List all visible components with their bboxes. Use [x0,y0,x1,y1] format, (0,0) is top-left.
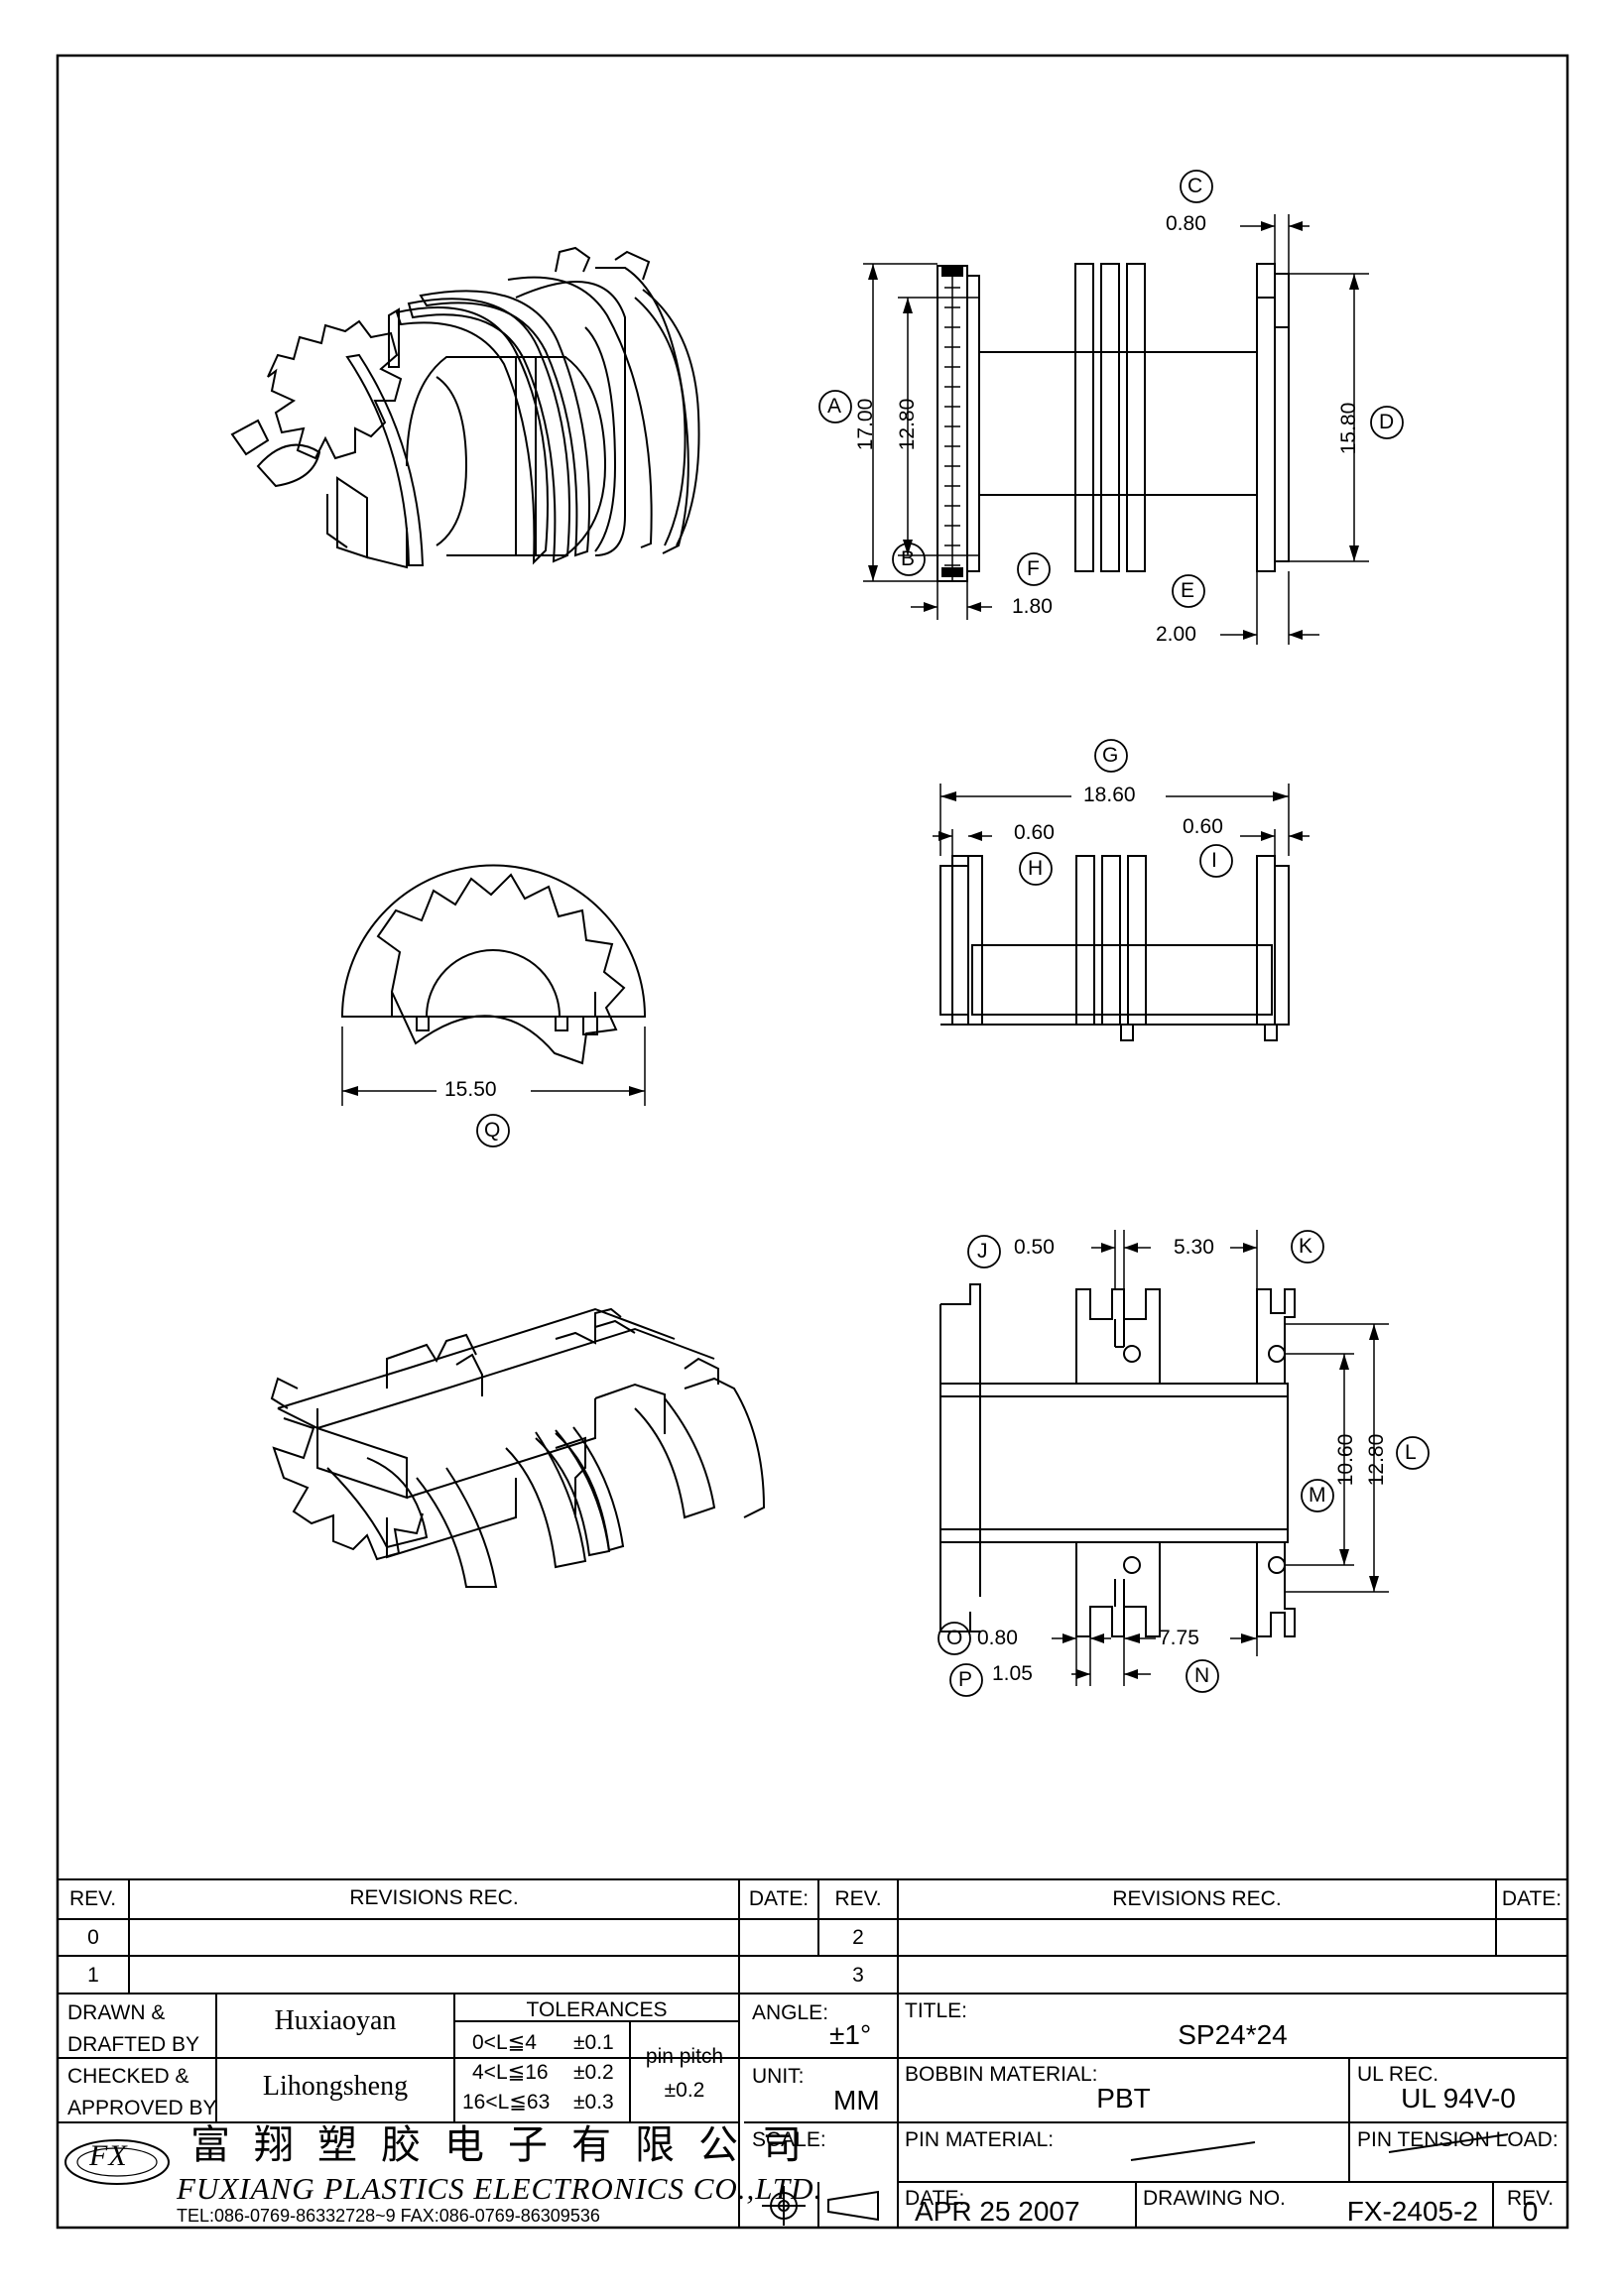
dim-value-m: 10.60 [1334,1433,1357,1487]
rev-row-1: 1 [87,1964,99,1987]
rev-header-left: REV. [69,1887,117,1910]
dim-letter-p: P [958,1668,973,1691]
date-label: DATE: [905,2187,965,2210]
dim-letter-h: H [1028,857,1044,880]
dim-letter-b: B [901,547,916,570]
dim-value-k: 5.30 [1174,1236,1214,1259]
rev-row-0: 0 [87,1926,99,1949]
pin-pitch-tol: ±0.2 [664,2079,705,2102]
dim-value-a: 17.00 [854,398,877,451]
dim-value-i: 0.60 [1183,815,1223,838]
scale-label: SCALE: [752,2128,826,2151]
dim-letter-f: F [1027,557,1040,580]
tol-range-2: 16<L≦63 [462,2091,551,2114]
date-value: APR 25 2007 [915,2196,1080,2227]
dim-letter-n: N [1194,1664,1210,1687]
ul-rec-label: UL REC. [1357,2063,1439,2086]
tolerances-label: TOLERANCES [526,1998,668,2021]
dim-value-f: 1.80 [1012,595,1053,618]
drawn-by-name: Huxiaoyan [274,2005,397,2036]
isometric-view-top [230,246,700,569]
dim-letter-i: I [1211,849,1217,872]
drawing-no-label: DRAWING NO. [1143,2187,1286,2210]
checked-by-name: Lihongsheng [262,2071,409,2102]
date-header-left: DATE: [748,1887,810,1910]
dim-letter-k: K [1299,1235,1313,1258]
pin-material-label: PIN MATERIAL: [905,2128,1055,2151]
drawn-label: DRAWN & DRAFTED BY [67,2001,200,2056]
dim-value-b: 12.80 [896,398,919,451]
sheet-border [56,54,1569,2230]
dim-value-h: 0.60 [1014,821,1055,844]
tol-range-1: 4<L≦16 [472,2061,549,2084]
revisions-header-right: REVISIONS REC. [1112,1887,1282,1910]
dim-value-o: 0.80 [977,1627,1018,1649]
dim-value-j: 0.50 [1014,1236,1055,1259]
dim-letter-c: C [1187,175,1203,197]
dim-value-p: 1.05 [992,1662,1033,1685]
isometric-view-bottom [270,1307,766,1588]
dim-value-n: 7.75 [1159,1627,1199,1649]
side-view-top [818,170,1404,645]
dim-letter-j: J [977,1240,988,1263]
title-value: SP24*24 [1178,2019,1288,2050]
tol-value-0: ±0.1 [573,2031,614,2054]
tol-value-1: ±0.2 [573,2061,614,2084]
unit-value: MM [833,2085,880,2115]
bobbin-material-value: PBT [1096,2083,1151,2114]
dim-letter-m: M [1309,1484,1326,1507]
pin-tension-label: PIN TENSION LOAD: [1357,2128,1559,2151]
front-view-half [340,864,647,1148]
ul-rec-value: UL 94V-0 [1401,2083,1516,2114]
date-header-right: DATE: [1501,1887,1562,1910]
company-contact: TEL:086-0769-86332728~9 FAX:086-0769-863… [177,2206,600,2226]
dim-value-q: 15.50 [444,1078,497,1101]
dim-value-c: 0.80 [1166,212,1206,235]
pin-pitch-label: pin pitch [645,2045,724,2068]
rev-row-2: 2 [852,1926,864,1949]
dim-letter-l: L [1405,1441,1417,1464]
bobbin-material-label: BOBBIN MATERIAL: [905,2063,1098,2086]
logo-ellipse [64,2139,170,2185]
dim-letter-e: E [1181,579,1195,602]
tol-range-0: 0<L≦4 [472,2031,537,2054]
angle-label: ANGLE: [752,2001,829,2024]
dim-value-g: 18.60 [1083,784,1136,806]
dim-letter-g: G [1102,744,1119,767]
unit-label: UNIT: [752,2065,805,2088]
dim-letter-a: A [827,395,842,418]
dim-value-e: 2.00 [1156,623,1196,646]
company-name-en: FUXIANG PLASTICS ELECTRONICS CO.,LTD. [177,2171,823,2206]
dim-value-l: 12.80 [1365,1433,1388,1487]
dim-letter-d: D [1379,411,1395,433]
company-name-cn: 富翔塑胶电子有限公司 [190,2122,825,2168]
bottom-view [937,1230,1430,1697]
rev-header-right: REV. [834,1887,882,1910]
rev-value: 0 [1522,2196,1539,2227]
logo-text: FX [89,2139,128,2172]
checked-label: CHECKED & APPROVED BY [67,2065,217,2119]
angle-value: ±1° [829,2019,872,2050]
title-block-grid [58,1878,1567,2228]
revisions-header-left: REVISIONS REC. [349,1886,519,1909]
dim-letter-o: O [946,1627,963,1649]
tol-value-2: ±0.3 [573,2091,614,2114]
rev-label: REV. [1506,2187,1555,2210]
dim-value-d: 15.80 [1337,402,1360,455]
drawing-no-value: FX-2405-2 [1346,2196,1478,2227]
dim-letter-q: Q [484,1119,501,1142]
rev-row-3: 3 [852,1964,864,1987]
top-view-middle [933,739,1310,1041]
title-label: TITLE: [905,1999,968,2022]
